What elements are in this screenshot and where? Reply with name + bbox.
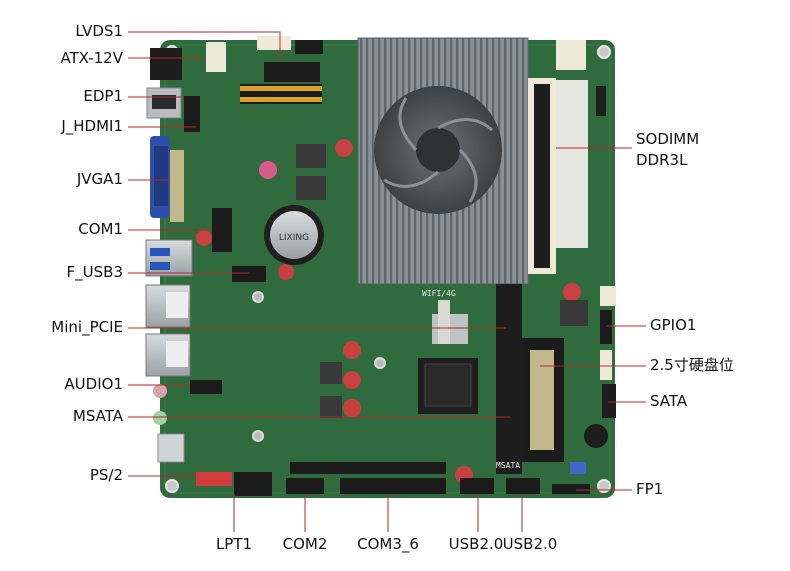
battery-text: LIXING	[279, 233, 309, 243]
coin-battery: LIXING	[264, 205, 324, 265]
label-lvds1: LVDS1	[75, 22, 123, 40]
label-lpt1: LPT1	[215, 535, 253, 553]
label-edp1: EDP1	[83, 87, 123, 105]
msata-print: MSATA	[496, 461, 520, 470]
right-components	[556, 40, 616, 448]
label-jvga1: JVGA1	[76, 170, 123, 188]
label-usb20-b: USB2.0	[502, 535, 558, 553]
headers-top	[184, 36, 323, 394]
label-j-hdmi1: J_HDMI1	[61, 117, 123, 135]
label-ps2: PS/2	[89, 466, 123, 484]
label-com2: COM2	[282, 535, 328, 553]
label-usb20-a: USB2.0	[448, 535, 504, 553]
label-sata: SATA	[650, 392, 688, 410]
label-f-usb3: F_USB3	[66, 263, 123, 281]
label-com1: COM1	[78, 220, 123, 238]
label-fp1: FP1	[636, 480, 664, 498]
label-com3-6: COM3_6	[357, 535, 419, 553]
capacitors	[196, 139, 588, 484]
label-sodimm: SODIMM	[636, 130, 700, 148]
label-mini-pcie: Mini_PCIE	[51, 318, 123, 336]
sodimm-slot	[528, 78, 588, 274]
mini-pcie-msata: WIFI/4G MSATA	[422, 284, 564, 474]
chipset	[418, 300, 478, 414]
headers-bottom	[196, 462, 590, 496]
label-msata: MSATA	[72, 407, 123, 425]
callout-lines	[128, 31, 646, 532]
wifi-text: WIFI/4G	[422, 289, 456, 298]
label-ddr3l: DDR3L	[636, 151, 688, 169]
label-hdd-bay: 2.5寸硬盘位	[650, 356, 734, 374]
heatsink	[357, 37, 529, 285]
rear-io	[145, 48, 193, 463]
label-audio1: AUDIO1	[64, 375, 123, 393]
label-gpio1: GPIO1	[650, 316, 697, 334]
label-atx-12v: ATX-12V	[60, 49, 123, 67]
